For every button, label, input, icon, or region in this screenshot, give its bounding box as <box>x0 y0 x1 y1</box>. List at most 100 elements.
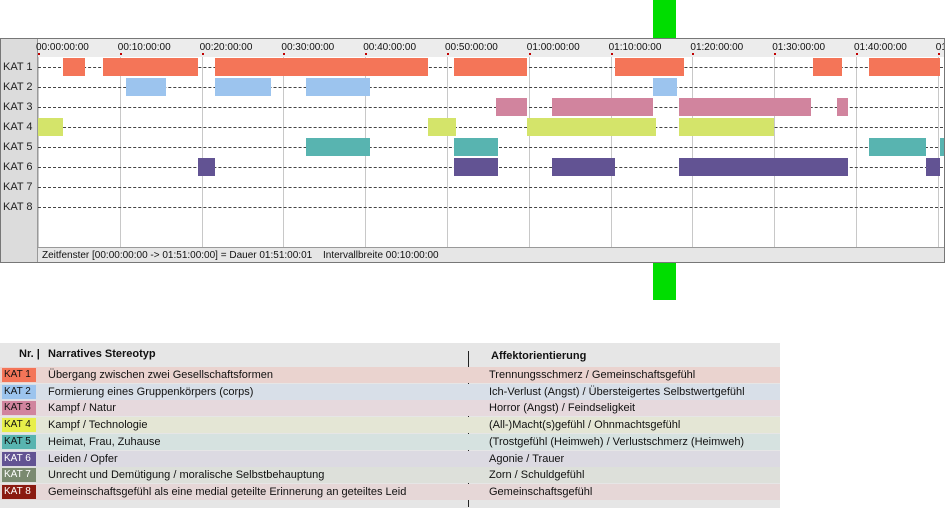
category-segment-kat2[interactable] <box>214 78 272 96</box>
category-badge: KAT 8 <box>2 484 36 499</box>
category-segment-kat1[interactable] <box>813 58 843 76</box>
row-guide-line <box>38 207 944 208</box>
legend-header-stereotype: Narratives Stereotyp <box>48 348 156 360</box>
category-segment-kat2[interactable] <box>653 78 677 96</box>
category-segment-kat1[interactable] <box>454 58 528 76</box>
category-segment-kat1[interactable] <box>214 58 429 76</box>
row-label-kat8: KAT 8 <box>3 201 33 213</box>
time-tick-label: 00:50:00:00 <box>445 42 498 53</box>
category-segment-kat2[interactable] <box>306 78 371 96</box>
affect-text: Horror (Angst) / Feindseligkeit <box>489 402 636 415</box>
interval-width-text: Intervallbreite 00:10:00:00 <box>322 250 439 261</box>
category-badge: KAT 5 <box>2 434 36 449</box>
stereotype-text: Gemeinschaftsgefühl als eine medial gete… <box>48 485 407 498</box>
legend-header-affect: Affektorientierung <box>491 350 587 362</box>
category-segment-kat3[interactable] <box>551 98 654 116</box>
time-gridline <box>610 57 612 247</box>
legend-row: KAT 8 Gemeinschaftsgefühl als eine medial… <box>0 483 780 500</box>
category-segment-kat3[interactable] <box>679 98 811 116</box>
time-gridline <box>283 57 285 247</box>
category-segment-kat1[interactable] <box>63 58 86 76</box>
time-tick-mark <box>38 53 40 55</box>
category-segment-kat1[interactable] <box>102 58 199 76</box>
category-badge: KAT 7 <box>2 468 36 483</box>
category-badge: KAT 2 <box>2 384 36 399</box>
timeline-plot[interactable] <box>38 57 944 247</box>
category-segment-kat5[interactable] <box>940 138 944 156</box>
affect-text: Trennungsschmerz / Gemeinschaftsgefühl <box>489 369 696 381</box>
time-tick-mark <box>283 53 286 55</box>
time-gridline <box>447 57 448 247</box>
time-tick-label: 01:20:00:00 <box>690 42 744 53</box>
category-legend-table: Nr. | Narratives Stereotyp Affektorienti… <box>0 343 780 508</box>
affect-text: (All-)Macht(s)gefühl / Ohnmachtsgefühl <box>489 419 681 432</box>
time-tick-label: 01:40:00:00 <box>854 42 907 53</box>
row-guide-line <box>38 187 944 188</box>
stereotype-text: Leiden / Opfer <box>48 452 118 465</box>
stereotype-text: Formierung eines Gruppenkörpers (corps) <box>48 385 254 398</box>
category-segment-kat2[interactable] <box>126 78 167 96</box>
time-gridline <box>119 57 121 247</box>
time-gridline <box>692 57 694 247</box>
category-segment-kat4[interactable] <box>527 118 656 136</box>
category-segment-kat3[interactable] <box>837 98 848 116</box>
time-tick-mark <box>119 53 122 55</box>
time-tick-mark <box>856 53 858 55</box>
playhead-marker-bottom[interactable] <box>653 263 676 300</box>
row-label-kat5: KAT 5 <box>3 141 33 153</box>
category-segment-kat1[interactable] <box>614 58 685 76</box>
category-segment-kat5[interactable] <box>869 138 927 156</box>
category-segment-kat6[interactable] <box>551 158 615 176</box>
category-segment-kat5[interactable] <box>306 138 371 156</box>
affect-text: Zorn / Schuldgefühl <box>489 469 585 482</box>
category-segment-kat3[interactable] <box>496 98 528 116</box>
category-badge: KAT 1 <box>2 368 36 382</box>
category-segment-kat4[interactable] <box>428 118 456 136</box>
affect-text: Agonie / Trauer <box>489 452 565 465</box>
time-window-text: Zeitfenster [00:00:00:00 -> 01:51:00:00]… <box>42 250 313 261</box>
affect-text: Gemeinschaftsgefühl <box>489 485 593 498</box>
category-segment-kat6[interactable] <box>926 158 941 176</box>
legend-header-nr: Nr. | <box>19 348 40 360</box>
affect-text: Ich-Verlust (Angst) / Übersteigertes Sel… <box>489 385 745 398</box>
time-tick-label: 00:30:00:00 <box>281 42 335 53</box>
time-tick-mark <box>937 53 940 55</box>
affect-text: (Trostgefühl (Heimweh) / Verlustschmerz … <box>489 435 745 448</box>
time-gridline <box>774 57 776 247</box>
category-segment-kat6[interactable] <box>198 158 215 176</box>
category-segment-kat6[interactable] <box>679 158 848 176</box>
time-tick-label: 01:30:00:00 <box>772 42 826 53</box>
time-tick-mark <box>201 53 204 55</box>
time-tick-label: 00:40:00:00 <box>363 42 417 53</box>
time-tick-label: 01:00:00:00 <box>526 42 580 53</box>
timeline-panel: KAT 1 KAT 2 KAT 3 KAT 4 KAT 5 KAT 6 KAT … <box>0 38 945 263</box>
playhead-marker-top[interactable] <box>653 0 676 38</box>
time-tick-label: 01 <box>935 42 944 53</box>
time-tick-mark <box>774 53 777 55</box>
category-segment-kat1[interactable] <box>869 58 941 76</box>
category-segment-kat6[interactable] <box>454 158 498 176</box>
time-tick-label: 01:10:00:00 <box>608 42 662 53</box>
category-badge: KAT 4 <box>2 418 36 433</box>
legend-row: KAT 6 Leiden / Opfer Agonie / Trauer <box>0 450 780 467</box>
legend-row: KAT 2 Formierung eines Gruppenkörpers (co… <box>0 383 780 400</box>
row-label-kat7: KAT 7 <box>3 181 33 193</box>
category-segment-kat4[interactable] <box>679 118 775 136</box>
row-guide-line <box>38 107 944 108</box>
category-segment-kat4[interactable] <box>38 118 64 136</box>
status-bar: Zeitfenster [00:00:00:00 -> 01:51:00:00]… <box>38 247 944 262</box>
time-tick-mark <box>610 53 613 55</box>
row-guide-line <box>38 127 944 128</box>
row-label-kat4: KAT 4 <box>3 121 33 133</box>
time-tick-label: 00:20:00:00 <box>199 42 253 53</box>
time-gridline <box>528 57 530 247</box>
time-tick-label: 00:00:00:00 <box>36 42 89 53</box>
category-badge: KAT 6 <box>2 451 36 466</box>
category-segment-kat5[interactable] <box>454 138 498 156</box>
row-label-kat1: KAT 1 <box>3 61 33 73</box>
row-label-kat3: KAT 3 <box>3 101 33 113</box>
